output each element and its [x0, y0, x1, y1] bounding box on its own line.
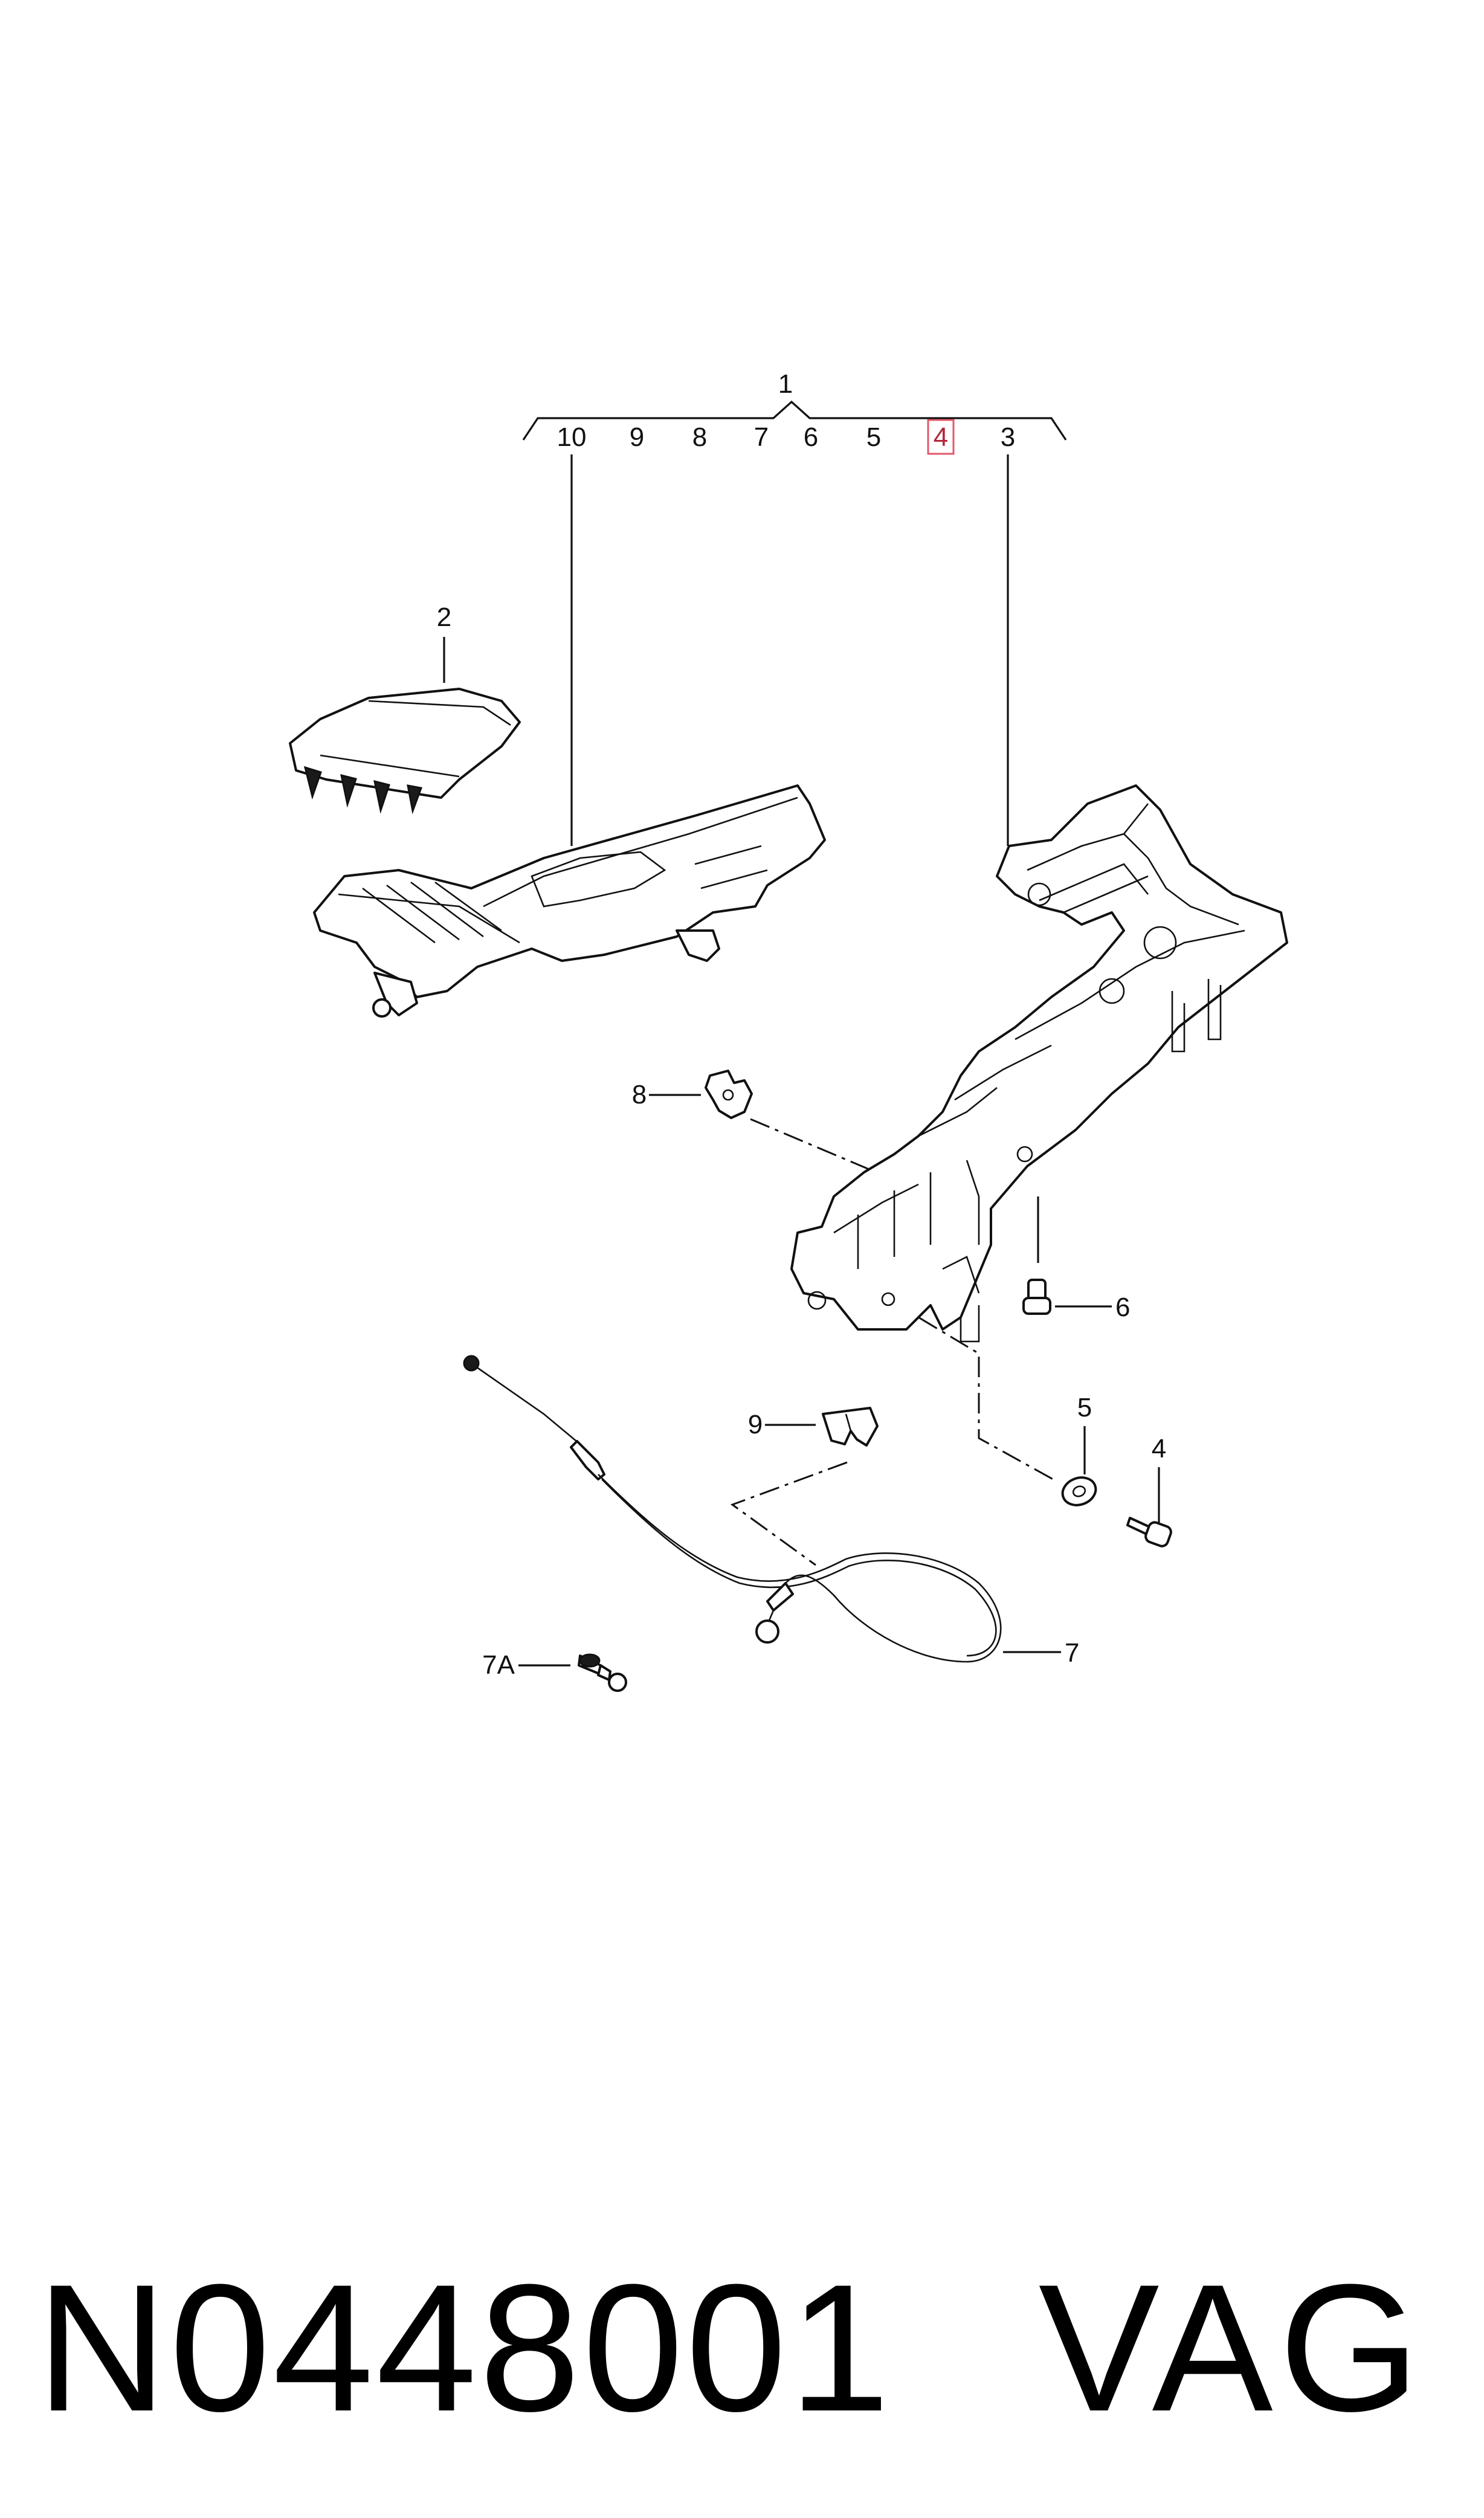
- callout-7: 7: [1065, 1638, 1079, 1668]
- callout-7a: 7A: [482, 1650, 515, 1680]
- callout-9: 9: [748, 1410, 763, 1439]
- footer-bar: N0448001 VAG: [36, 2248, 1450, 2447]
- group-member-6: 6: [804, 422, 818, 452]
- lever-housing-part-10: [313, 784, 826, 1018]
- callout-4: 4: [1152, 1434, 1166, 1464]
- push-pin-part-7a: [578, 1653, 627, 1692]
- group-member-5: 5: [866, 422, 881, 452]
- bolt-part-6: [1022, 1279, 1051, 1315]
- callout-2: 2: [437, 602, 451, 632]
- cover-cap-part-2: [289, 688, 521, 815]
- clip-part-9: [822, 1407, 879, 1447]
- leader-lines: [443, 454, 1160, 1667]
- cable-part-7: [463, 1355, 1002, 1663]
- brand-name: VAG: [1038, 2246, 1426, 2449]
- part-code: N0448001: [36, 2246, 892, 2449]
- clip-part-8: [705, 1070, 753, 1119]
- washer-part-5: [1061, 1476, 1097, 1506]
- group-member-9: 9: [630, 422, 644, 452]
- group-member-8: 8: [692, 422, 707, 452]
- group-bracket: 1 10 9 8 7 6 5 4 3: [522, 369, 1067, 455]
- callout-group-1: 1: [778, 369, 793, 399]
- group-member-10: 10: [557, 422, 587, 452]
- callout-5: 5: [1077, 1393, 1092, 1422]
- callout-8: 8: [632, 1080, 647, 1109]
- bracket-frame-part-3: [790, 784, 1288, 1343]
- group-member-4: 4: [934, 422, 948, 452]
- callout-labels: 2 8 6 9 5 4 7 7A: [437, 602, 1166, 1680]
- group-member-3: 3: [1001, 422, 1015, 452]
- group-member-7: 7: [754, 422, 769, 452]
- callout-6: 6: [1115, 1293, 1130, 1322]
- screw-part-4: [1126, 1517, 1172, 1548]
- highlight-box-4: [927, 419, 955, 455]
- assembly-lines: [730, 1118, 1058, 1566]
